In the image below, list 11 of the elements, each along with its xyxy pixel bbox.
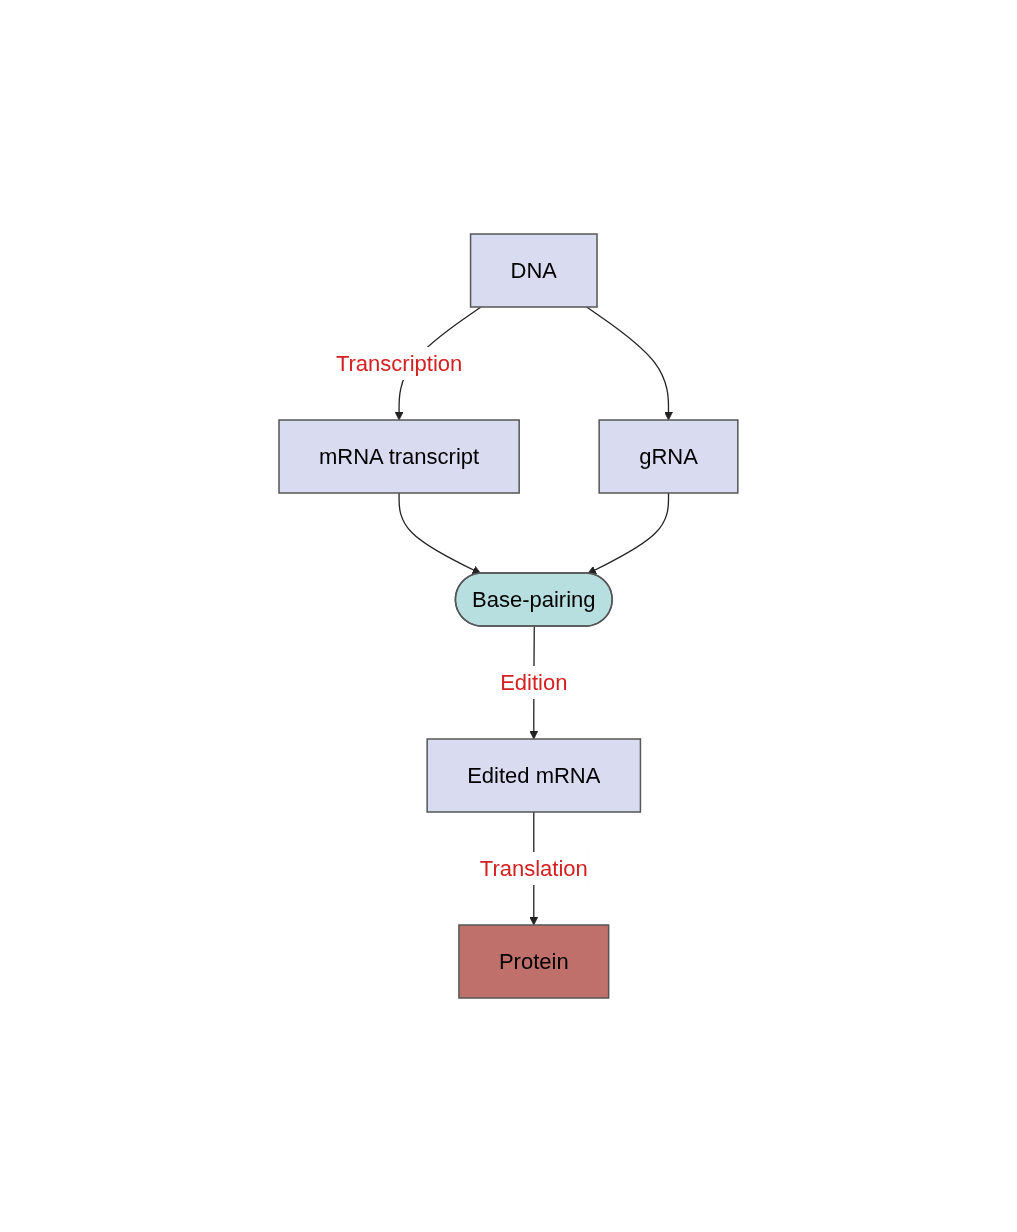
- arrow: [398, 492, 482, 574]
- edge-label: Transcription: [335, 351, 463, 376]
- node-box: DNA: [469, 233, 598, 308]
- node-box: gRNA: [598, 419, 739, 494]
- node-box: Edited mRNA: [426, 738, 642, 813]
- arrow: [587, 492, 670, 574]
- arrow: [586, 306, 673, 421]
- node-box: mRNA transcript: [278, 419, 520, 494]
- node-box: Protein: [458, 924, 610, 999]
- edge-label: Translation: [479, 856, 588, 881]
- edge-label: Edition: [500, 670, 568, 695]
